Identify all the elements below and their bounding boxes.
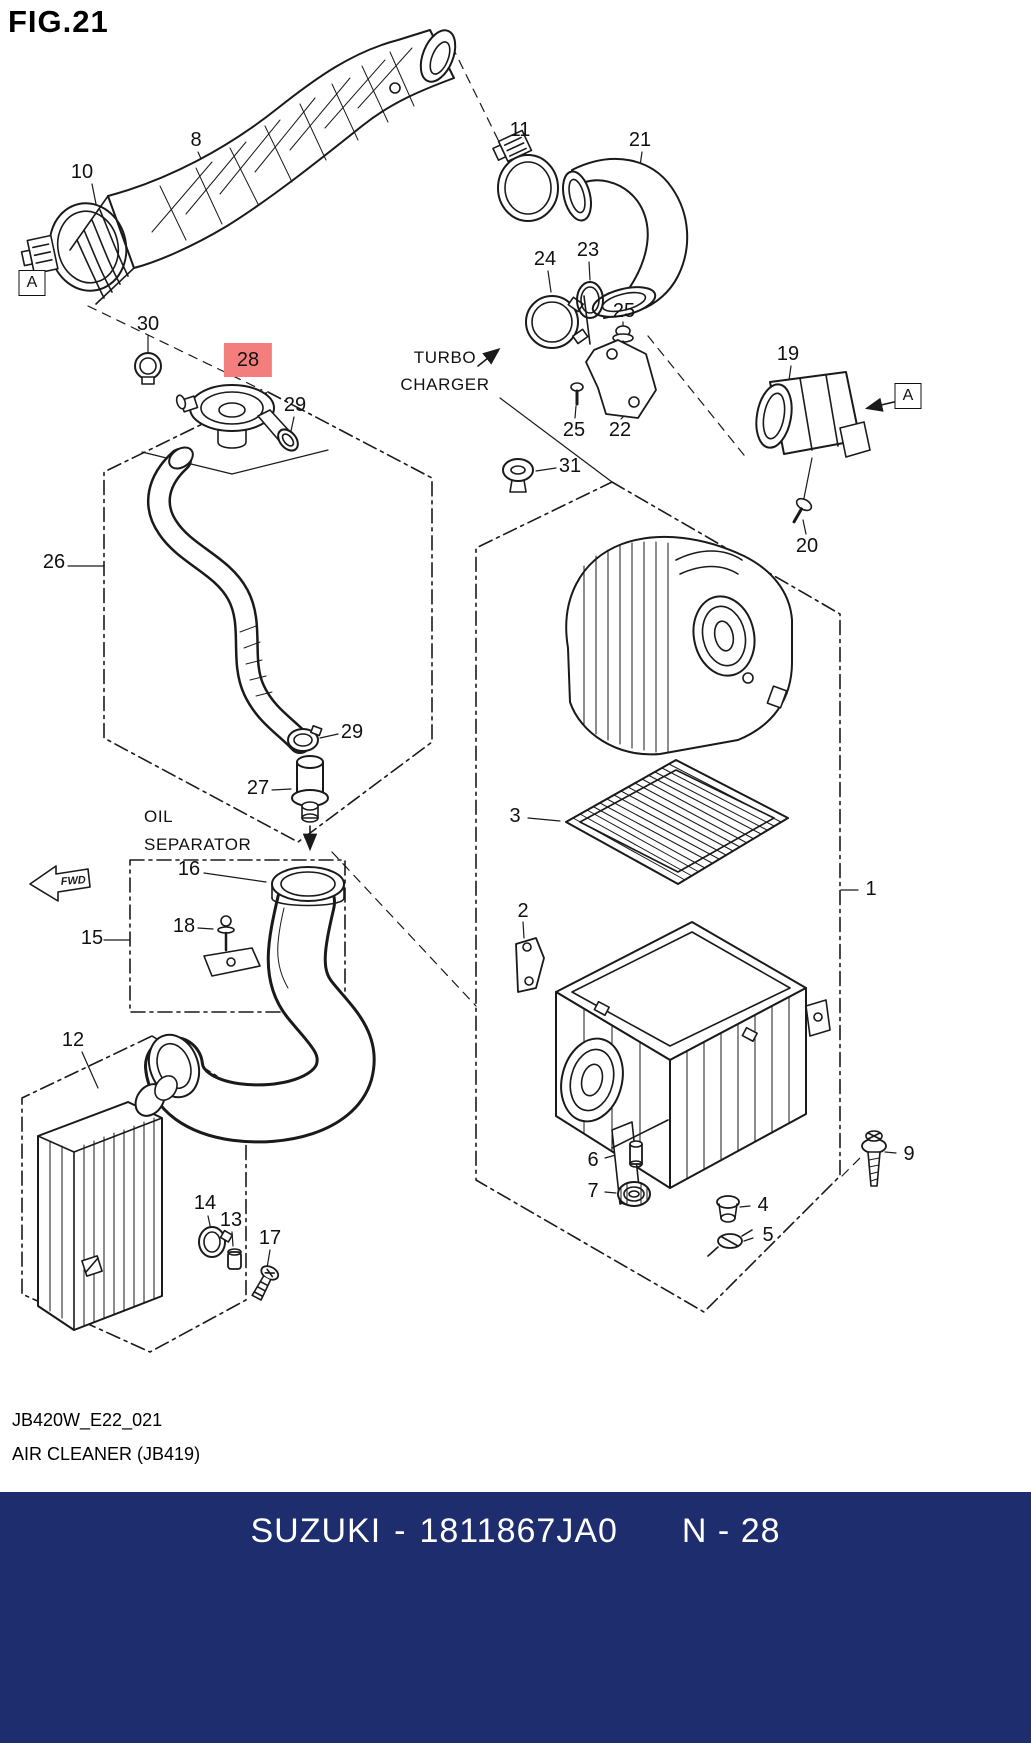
part-12-resonator: [37, 1075, 178, 1331]
part-label-6[interactable]: 6: [587, 1149, 599, 1171]
part-label-12[interactable]: 12: [61, 1029, 85, 1051]
part-26-separator-hose: [146, 446, 312, 754]
turbo-charger-arrow: [477, 348, 501, 367]
part-label-24[interactable]: 24: [533, 248, 557, 270]
air-cleaner-case: [555, 921, 831, 1206]
ref-marker-a-0: A: [18, 270, 46, 296]
part-label-26[interactable]: 26: [42, 551, 66, 573]
part-16-duct-ring: [271, 866, 345, 907]
part-13-cushion: [227, 1248, 242, 1270]
footer-page-ref: N - 28: [681, 1512, 781, 1550]
part-label-5[interactable]: 5: [762, 1224, 774, 1246]
part-30-clamp: [134, 352, 162, 385]
part-29-clip-upper: [277, 428, 299, 452]
turbo-charger-line1: TURBO: [413, 348, 477, 367]
part-label-20[interactable]: 20: [795, 535, 819, 557]
part-label-21[interactable]: 21: [628, 129, 652, 151]
part-label-22[interactable]: 22: [608, 419, 632, 441]
part-14-clamp: [198, 1226, 234, 1258]
part-label-14[interactable]: 14: [193, 1192, 217, 1214]
air-cleaner-cap: [565, 535, 793, 756]
part-label-30[interactable]: 30: [136, 313, 160, 335]
part-label-23[interactable]: 23: [576, 239, 600, 261]
part-label-28[interactable]: 28: [223, 343, 273, 377]
part-31-grommet: [502, 458, 534, 493]
part-3-filter-element: [565, 759, 789, 885]
footer-dash: -: [394, 1512, 407, 1550]
part-label-7[interactable]: 7: [587, 1180, 599, 1202]
part-22-bracket: [585, 339, 657, 419]
part-10-hose-clamp: [20, 202, 128, 292]
footer-bar: SUZUKI - 1811867JA0 N - 28: [0, 1492, 1031, 1743]
part-23-o-ring: [576, 281, 604, 319]
part-label-8[interactable]: 8: [190, 129, 202, 151]
part-28-oil-separator-valve: [175, 384, 293, 449]
part-25-bolt-lower: [570, 382, 584, 406]
footer-part-number: 1811867JA0: [419, 1512, 618, 1550]
part-label-3[interactable]: 3: [509, 805, 521, 827]
part-5-wing-clip: [707, 1229, 753, 1257]
part-27-connector-tube: [291, 755, 329, 823]
fwd-marker: FWD: [29, 865, 91, 902]
part-label-4[interactable]: 4: [757, 1194, 769, 1216]
part-6-spacer: [629, 1140, 643, 1168]
footer-part-text: SUZUKI - 1811867JA0: [250, 1512, 617, 1551]
oil-separator-line2: SEPARATOR: [144, 835, 252, 854]
part-label-16[interactable]: 16: [177, 858, 201, 880]
part-label-19[interactable]: 19: [776, 343, 800, 365]
part-label-29[interactable]: 29: [283, 394, 307, 416]
part-label-13[interactable]: 13: [219, 1209, 243, 1231]
oil-separator-line1: OIL: [144, 807, 174, 826]
part-label-11[interactable]: 11: [509, 119, 531, 141]
part-label-18[interactable]: 18: [172, 915, 196, 937]
part-7-grommet: [617, 1181, 651, 1207]
part-2-bracket-strap: [515, 937, 545, 993]
part-4-rubber-cup: [716, 1195, 740, 1223]
part-24-clamp: [525, 295, 591, 349]
fwd-label: FWD: [60, 874, 86, 888]
turbo-charger-line2: CHARGER: [400, 375, 490, 394]
figure-title: FIG.21: [8, 4, 109, 39]
part-18-bolt: [203, 915, 261, 977]
boundary-oil-separator-hose-26: [103, 391, 433, 843]
part-9-screw: [861, 1130, 887, 1187]
drawing-caption: AIR CLEANER (JB419): [12, 1444, 201, 1464]
part-21-inlet-elbow: [562, 158, 689, 319]
part-11-hose-clamp: [492, 129, 559, 222]
part-19-maf-sensor: [755, 371, 871, 458]
boundary-air-cleaner-1: [475, 481, 841, 1313]
part-label-31[interactable]: 31: [558, 455, 582, 477]
part-label-25[interactable]: 25: [562, 419, 586, 441]
part-label-1[interactable]: 1: [865, 878, 877, 900]
part-label-10[interactable]: 10: [70, 161, 94, 183]
oil-separator-label: OIL SEPARATOR: [144, 803, 251, 859]
part-29-clamp-lower: [287, 725, 323, 752]
part-label-9[interactable]: 9: [903, 1143, 915, 1165]
part-20-bolt: [792, 497, 813, 524]
view-a-arrow-right: [864, 397, 895, 412]
footer-brand: SUZUKI: [250, 1512, 382, 1550]
ref-marker-a-1: A: [894, 383, 922, 409]
part-label-25[interactable]: 25: [612, 300, 636, 322]
part-label-27[interactable]: 27: [246, 777, 270, 799]
drawing-code: JB420W_E22_021: [12, 1410, 163, 1430]
part-label-15[interactable]: 15: [80, 927, 104, 949]
part-label-29[interactable]: 29: [340, 721, 364, 743]
part-label-17[interactable]: 17: [258, 1227, 282, 1249]
turbo-charger-label: TURBO CHARGER: [386, 344, 504, 398]
part-label-2[interactable]: 2: [517, 900, 529, 922]
part-17-screw: [251, 1265, 280, 1301]
boundary-bracket-15: [129, 859, 346, 1013]
